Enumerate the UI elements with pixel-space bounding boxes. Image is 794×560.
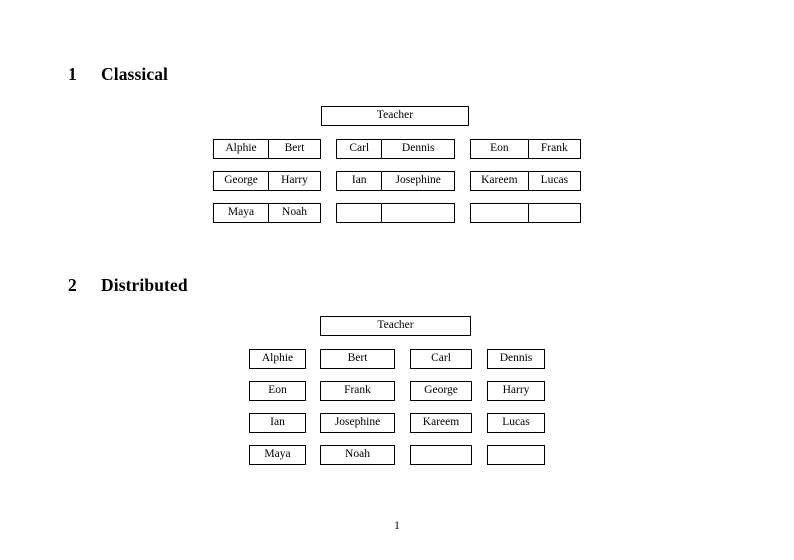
classical-group-b-row-3 — [336, 203, 455, 223]
student-cell: Eon — [268, 383, 287, 396]
student-cell-empty — [471, 204, 528, 222]
distributed-cell: Harry — [487, 381, 545, 401]
student-cell: Dennis — [499, 351, 533, 364]
classical-group-a-row-2: George Harry — [213, 171, 321, 191]
distributed-cell: Kareem — [410, 413, 472, 433]
student-cell: Alphie — [225, 141, 257, 154]
classical-group-c-row-2: Kareem Lucas — [470, 171, 581, 191]
student-cell: Bert — [268, 140, 320, 158]
student-cell: Carl — [349, 141, 370, 154]
classical-group-a-row-1: Alphie Bert — [213, 139, 321, 159]
student-cell-empty — [488, 446, 544, 464]
student-cell: Ian — [351, 173, 367, 186]
classical-group-a-row-3: Maya Noah — [213, 203, 321, 223]
student-cell: Frank — [344, 383, 371, 396]
student-cell: Harry — [268, 172, 320, 190]
student-cell-empty — [411, 446, 471, 464]
teacher-label: Teacher — [377, 318, 414, 331]
distributed-cell-empty — [487, 445, 545, 465]
distributed-cell: Frank — [320, 381, 395, 401]
student-cell: Maya — [227, 205, 255, 218]
student-cell: Eon — [490, 141, 509, 154]
classical-group-b-row-1: Carl Dennis — [336, 139, 455, 159]
section-number: 1 — [68, 64, 77, 84]
page-number: 1 — [394, 520, 400, 532]
student-cell: Alphie — [261, 351, 294, 364]
teacher-label: Teacher — [376, 108, 414, 121]
distributed-cell: Maya — [249, 445, 306, 465]
student-cell-empty — [527, 204, 580, 222]
distributed-cell: Josephine — [320, 413, 395, 433]
distributed-cell: Ian — [249, 413, 306, 433]
student-cell: Noah — [345, 447, 370, 460]
classical-group-b-row-2: Ian Josephine — [336, 171, 455, 191]
student-cell: Ian — [270, 415, 285, 428]
section-title: Distributed — [101, 275, 188, 295]
section-heading-distributed: 2 Distributed — [68, 275, 188, 296]
distributed-cell-empty — [410, 445, 472, 465]
student-cell: Harry — [502, 383, 530, 396]
distributed-cell: Bert — [320, 349, 395, 369]
student-cell: Bert — [347, 351, 368, 364]
section-number: 2 — [68, 275, 77, 295]
section-heading-classical: 1 Classical — [68, 64, 168, 85]
student-cell: Lucas — [527, 172, 580, 190]
teacher-box-distributed: Teacher — [320, 316, 471, 336]
student-cell: Kareem — [422, 415, 460, 428]
teacher-box-classical: Teacher — [321, 106, 469, 126]
classical-group-c-row-1: Eon Frank — [470, 139, 581, 159]
student-cell: Lucas — [502, 415, 530, 428]
student-cell: Noah — [268, 204, 320, 222]
student-cell: George — [224, 173, 258, 186]
distributed-cell: Lucas — [487, 413, 545, 433]
distributed-cell: Alphie — [249, 349, 306, 369]
distributed-cell: George — [410, 381, 472, 401]
distributed-cell: Noah — [320, 445, 395, 465]
distributed-cell: Eon — [249, 381, 306, 401]
classical-group-c-row-3 — [470, 203, 581, 223]
student-cell: Maya — [264, 447, 291, 460]
student-cell: Frank — [527, 140, 580, 158]
student-cell: Josephine — [334, 415, 381, 428]
student-cell: Dennis — [381, 140, 454, 158]
distributed-cell: Carl — [410, 349, 472, 369]
distributed-cell: Dennis — [487, 349, 545, 369]
student-cell: Kareem — [481, 173, 518, 186]
student-cell-empty — [337, 204, 381, 222]
student-cell: George — [424, 383, 458, 396]
student-cell: Carl — [431, 351, 451, 364]
section-title: Classical — [101, 64, 169, 84]
student-cell: Josephine — [381, 172, 454, 190]
student-cell-empty — [381, 204, 454, 222]
